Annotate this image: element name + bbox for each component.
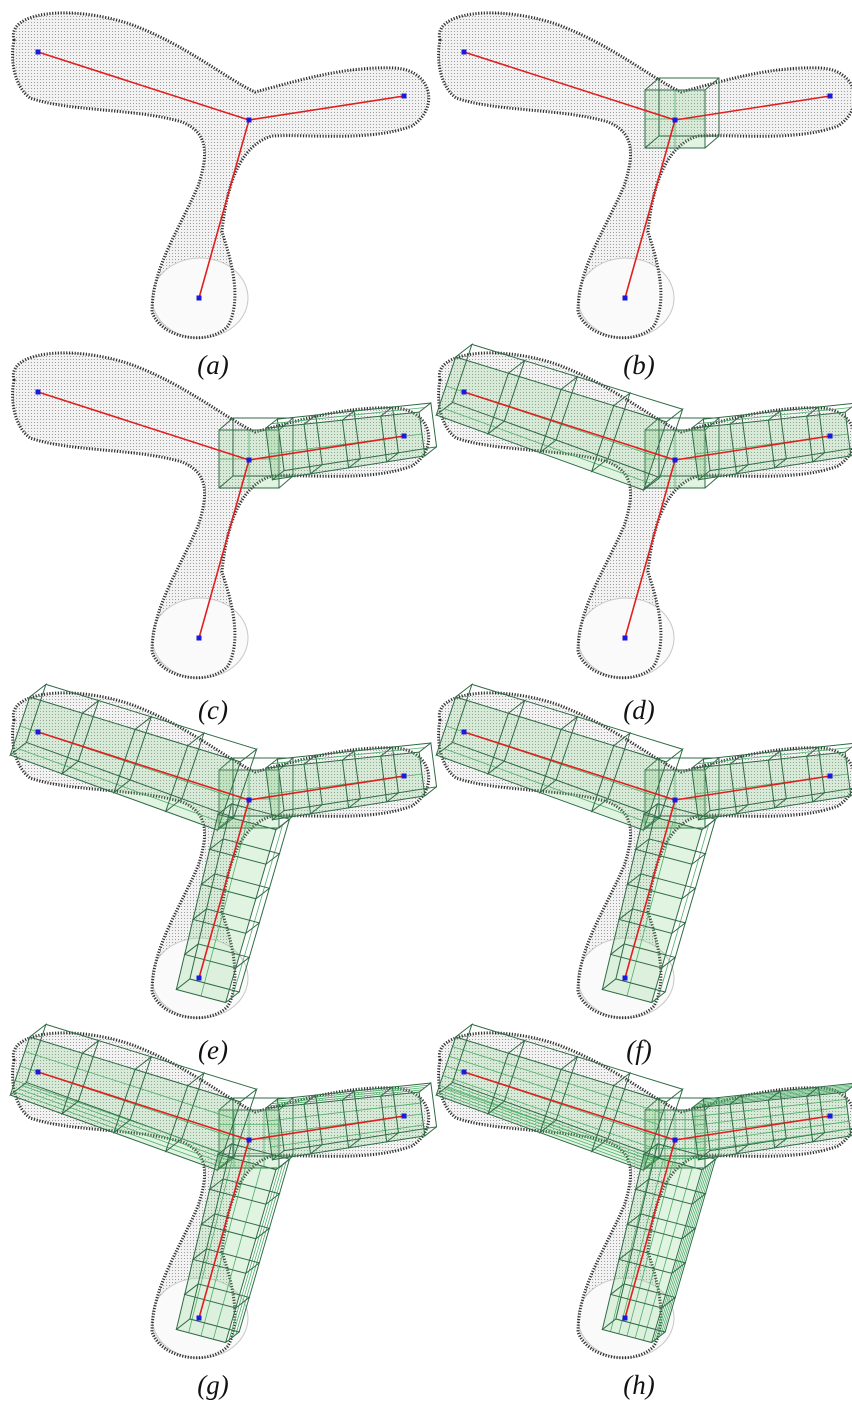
skeleton-node (247, 1138, 252, 1143)
skeleton-node (623, 976, 628, 981)
skeleton-node (197, 296, 202, 301)
skeleton-node (462, 1070, 467, 1075)
skeleton-node (36, 1070, 41, 1075)
panel-g (0, 1020, 426, 1360)
panel-f (426, 680, 852, 1020)
caption-b: (b) (426, 350, 852, 381)
panel-c-svg (0, 340, 426, 680)
panel-a (0, 0, 426, 340)
panel-d (426, 340, 852, 680)
caption-h: (h) (426, 1370, 852, 1401)
skeleton-node (247, 798, 252, 803)
skeleton-node (673, 798, 678, 803)
skeleton-node (462, 390, 467, 395)
panel-h-svg (426, 1020, 852, 1360)
panel-f-svg (426, 680, 852, 1020)
skeleton-node (36, 730, 41, 735)
skeleton-node (247, 458, 252, 463)
skeleton-node (462, 50, 467, 55)
caption-a: (a) (0, 350, 426, 381)
skeleton-node (462, 730, 467, 735)
skeleton-node (247, 118, 252, 123)
skeleton-node (36, 390, 41, 395)
skeleton-node (197, 636, 202, 641)
skeleton-node (36, 50, 41, 55)
panel-d-svg (426, 340, 852, 680)
panel-c (0, 340, 426, 680)
skeleton-node (673, 1138, 678, 1143)
skeleton-node (402, 1114, 407, 1119)
skeleton-node (828, 434, 833, 439)
panel-a-svg (0, 0, 426, 340)
skeleton-node (673, 118, 678, 123)
panel-h (426, 1020, 852, 1360)
panel-g-svg (0, 1020, 426, 1360)
panel-e (0, 680, 426, 1020)
caption-d: (d) (426, 695, 852, 726)
panel-b (426, 0, 852, 340)
skeleton-node (623, 296, 628, 301)
caption-f: (f) (426, 1035, 852, 1066)
caption-c: (c) (0, 695, 426, 726)
skeleton-node (623, 1316, 628, 1321)
skeleton-node (402, 94, 407, 99)
caption-g: (g) (0, 1370, 426, 1401)
skeleton-node (828, 94, 833, 99)
skeleton-node (673, 458, 678, 463)
skeleton-node (197, 1316, 202, 1321)
skeleton-node (623, 636, 628, 641)
skeleton-node (402, 774, 407, 779)
skeleton-node (828, 1114, 833, 1119)
skeleton-node (402, 434, 407, 439)
panel-e-svg (0, 680, 426, 1020)
skeleton-node (828, 774, 833, 779)
skeleton-node (197, 976, 202, 981)
panel-b-svg (426, 0, 852, 340)
caption-e: (e) (0, 1035, 426, 1066)
